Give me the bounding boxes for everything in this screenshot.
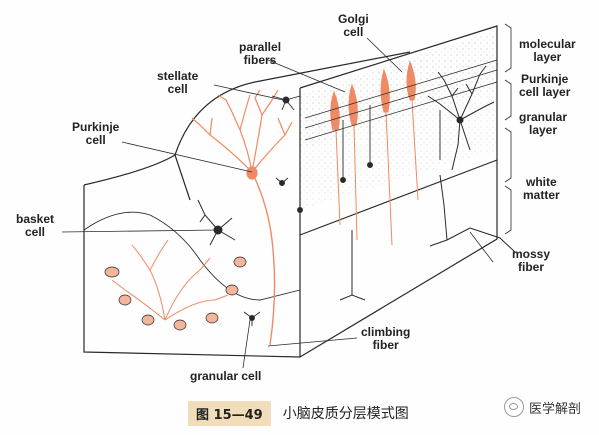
stellate-cell-drawing	[271, 95, 301, 111]
basket-region-drawing	[111, 239, 229, 321]
parallel-fibers-drawing	[304, 59, 498, 141]
wechat-logo-icon	[503, 397, 524, 417]
figure-caption: 图 15—49 小脑皮质分层模式图	[188, 400, 409, 426]
block-inner-edge	[174, 154, 191, 201]
watermark-text: 医学解剖	[528, 401, 581, 417]
purkinje-columns	[330, 60, 419, 246]
climbing-fiber-drawing	[339, 230, 366, 301]
label-granular-cell: granular cell	[190, 369, 262, 383]
tissue-block	[83, 25, 498, 358]
leader-lines	[61, 23, 512, 369]
block-cutaway-curve	[83, 51, 411, 186]
figure-number: 图 15—49	[188, 400, 271, 426]
golgi-cell-drawing	[427, 65, 495, 171]
basket-cell-bodies	[104, 256, 247, 331]
purkinje-cell-drawing	[191, 89, 293, 346]
white-matter-boundary	[299, 159, 498, 236]
basket-cell-drawing	[197, 199, 236, 246]
block-front-face	[83, 88, 301, 358]
figure-title: 小脑皮质分层模式图	[282, 406, 409, 422]
mossy-fiber-drawing	[429, 174, 516, 253]
watermark: 医学解剖	[503, 397, 581, 417]
granule-cells-drawing	[243, 105, 441, 326]
purkinje-layer-texture	[300, 90, 497, 210]
gray-matter-inner-curve	[83, 211, 301, 301]
